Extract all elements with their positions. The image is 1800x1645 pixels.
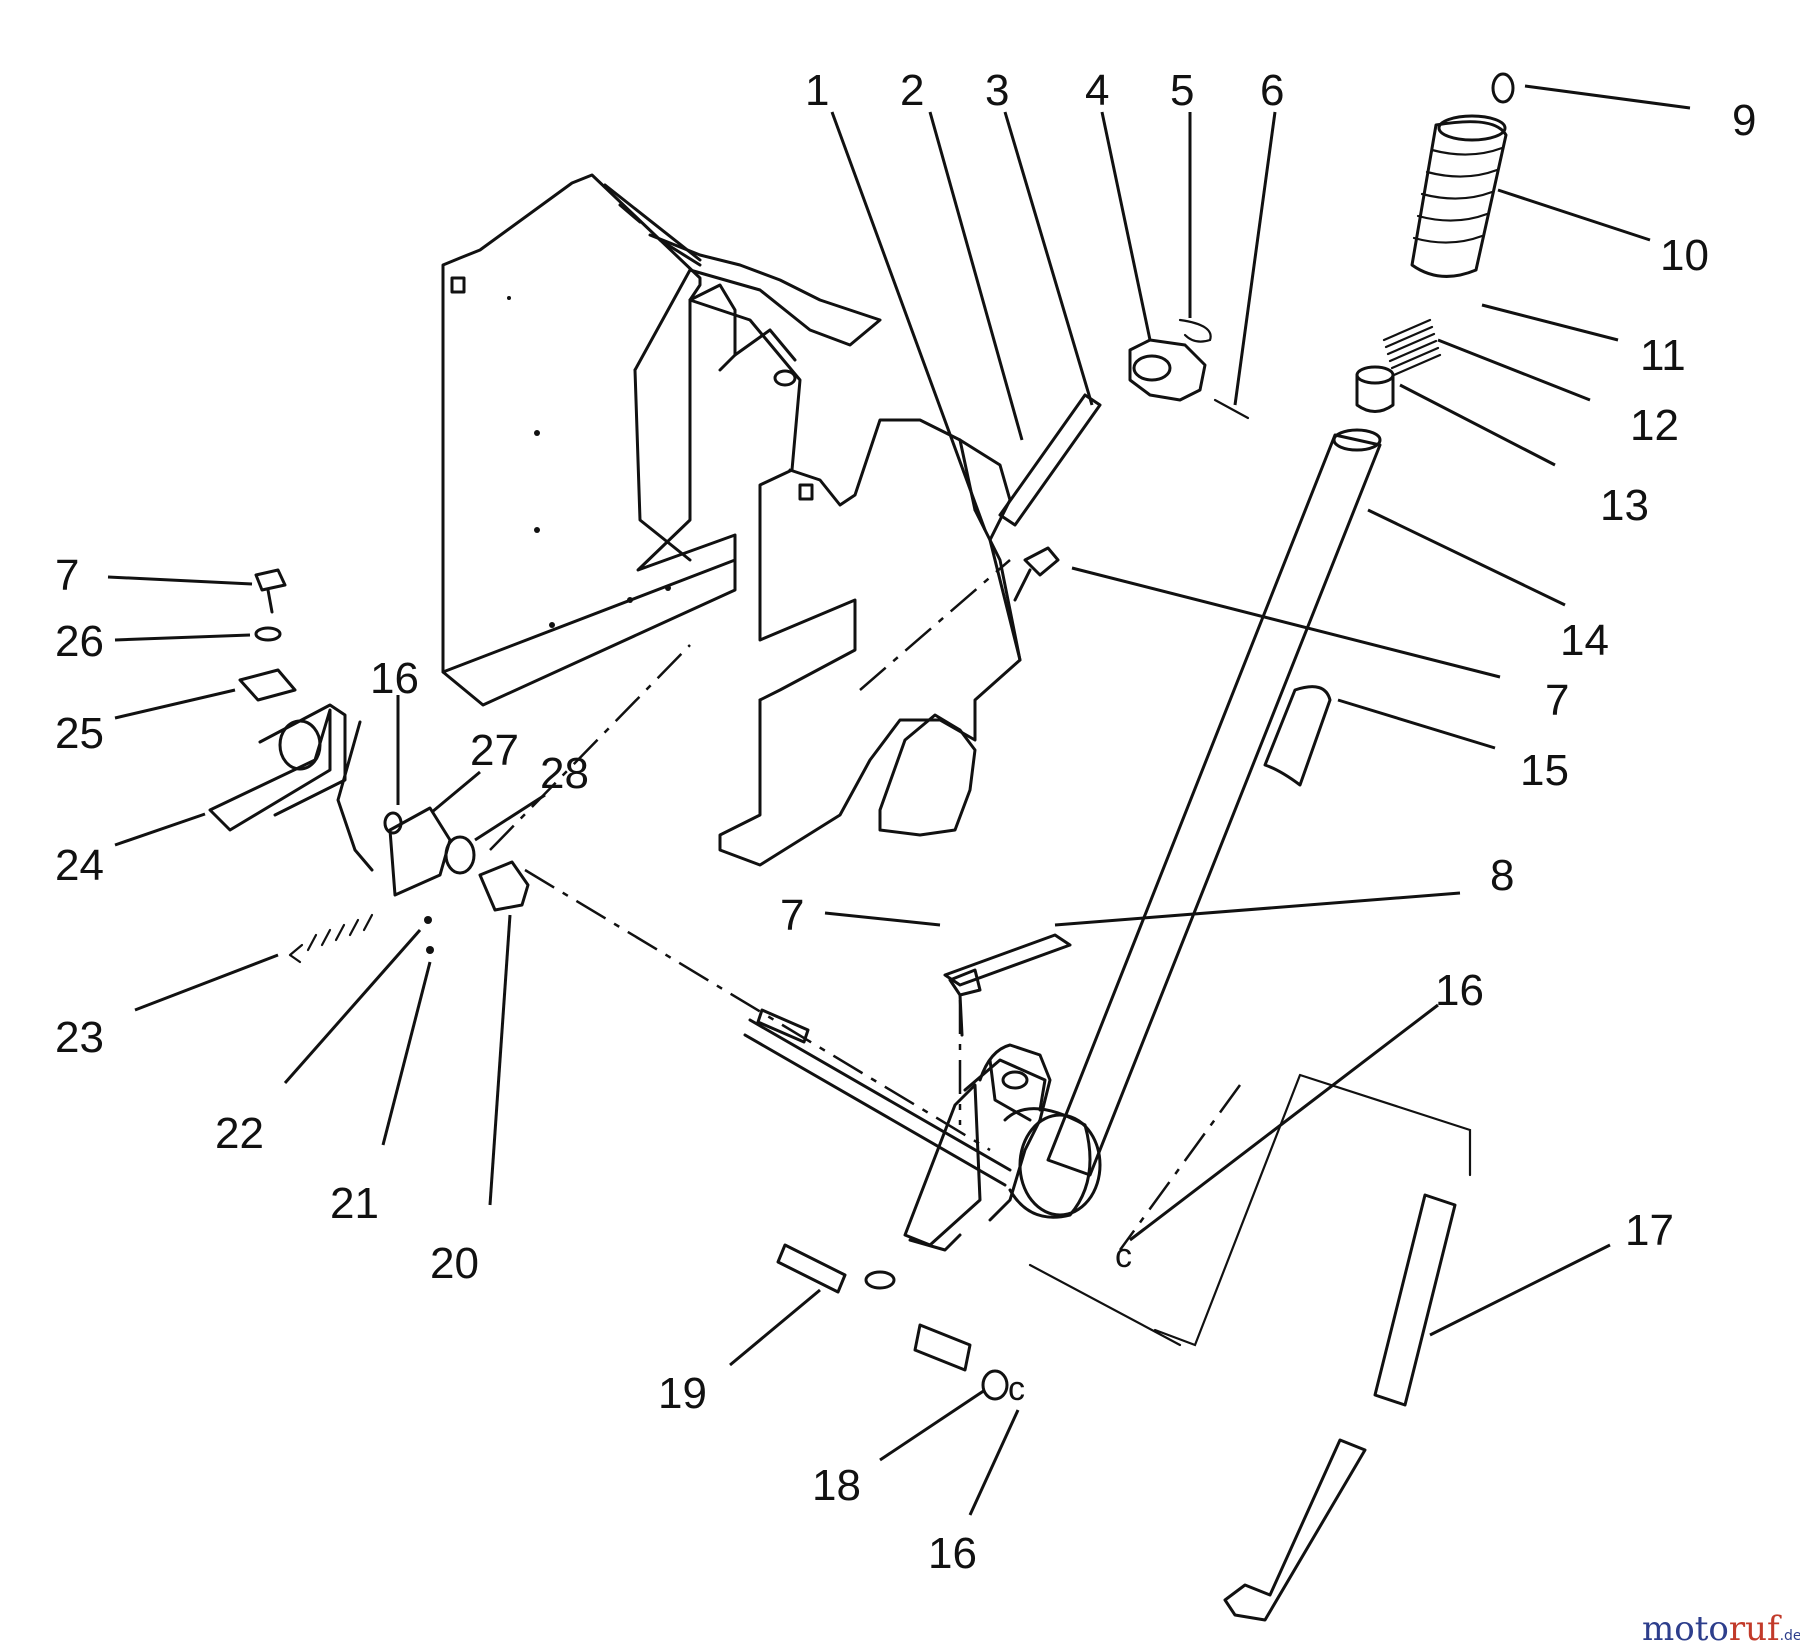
- bracket-24: [208, 703, 347, 832]
- callout-labels: 1 2 3 4 5 6 9 10 11 12 13 14 7 15 7 26 2…: [55, 66, 1756, 1578]
- spring-12: [1382, 318, 1442, 377]
- shaft-flat: [756, 1008, 810, 1044]
- plate-8: [943, 933, 1072, 987]
- callout-16-left: 16: [370, 654, 419, 703]
- knob-4: [1128, 338, 1207, 402]
- watermark-part1: motoruf.de: [1642, 1609, 1800, 1645]
- cap-9: [1491, 72, 1515, 104]
- cotter-21: [426, 946, 434, 954]
- pin-3: [998, 393, 1102, 527]
- centerline-4: [1118, 1084, 1242, 1251]
- e-clip-16-bottom: c: [1008, 1370, 1025, 1408]
- callout-15: 15: [1520, 746, 1569, 795]
- callout-22: 22: [215, 1109, 264, 1158]
- bushing-13: [1355, 365, 1395, 413]
- callout-16-right: 16: [1435, 966, 1484, 1015]
- link-rod: [336, 720, 374, 872]
- bracket-27: [388, 806, 452, 897]
- callout-23: 23: [55, 1013, 104, 1062]
- washer-28: [444, 835, 476, 875]
- callout-7-lower: 7: [780, 891, 804, 940]
- callout-5: 5: [1170, 66, 1194, 115]
- callout-13: 13: [1600, 481, 1649, 530]
- control-tube-14: [1046, 428, 1382, 1177]
- leader-lines: [107, 84, 1691, 1516]
- bolt-7-mid: [1013, 546, 1060, 602]
- callout-9: 9: [1732, 96, 1756, 145]
- callout-17: 17: [1625, 1206, 1674, 1255]
- pin-6: [1213, 398, 1250, 420]
- callout-21: 21: [330, 1179, 379, 1228]
- callout-19: 19: [658, 1369, 707, 1418]
- ring-5: [1178, 318, 1212, 343]
- callout-6: 6: [1260, 66, 1284, 115]
- callout-11: 11: [1640, 331, 1686, 380]
- pin-22: [424, 916, 432, 924]
- console-bracket: [441, 173, 1022, 867]
- callout-20: 20: [430, 1239, 479, 1288]
- callout-12: 12: [1630, 401, 1679, 450]
- centerline-5: [859, 559, 1011, 691]
- e-clip-16-right: c: [1115, 1237, 1132, 1275]
- callout-14: 14: [1560, 616, 1609, 665]
- sleeve-15: [1263, 685, 1332, 787]
- callout-16-bottom: 16: [928, 1529, 977, 1578]
- callout-28: 28: [540, 749, 589, 798]
- callout-10: 10: [1660, 231, 1709, 280]
- callout-8: 8: [1490, 851, 1514, 900]
- centerline-2: [489, 644, 691, 851]
- callout-4: 4: [1085, 66, 1109, 115]
- spring-23: [288, 913, 374, 964]
- callout-24: 24: [55, 841, 104, 890]
- clip-25: [238, 668, 297, 702]
- callout-7-mid: 7: [1545, 676, 1569, 725]
- callout-2: 2: [900, 66, 924, 115]
- callout-3: 3: [985, 66, 1009, 115]
- washer-26: [254, 626, 282, 642]
- callout-18: 18: [812, 1461, 861, 1510]
- grip-10: [1410, 114, 1508, 278]
- shaft: [743, 1018, 1012, 1187]
- callout-26: 26: [55, 617, 104, 666]
- bolt-7-left: [254, 568, 287, 614]
- centerline-1: [524, 868, 991, 1152]
- extension-rod-17: [1223, 1193, 1457, 1622]
- callout-27: 27: [470, 726, 519, 775]
- watermark-logo: motoruf.de: [1642, 1609, 1800, 1645]
- rod-bracket-line: [1028, 1073, 1472, 1347]
- pivot-assembly: [864, 1043, 1102, 1290]
- bushing-20: [478, 860, 530, 912]
- callout-1: 1: [805, 66, 829, 115]
- washer-16-left: [383, 811, 403, 835]
- callout-7-left: 7: [55, 551, 79, 600]
- callout-25: 25: [55, 709, 104, 758]
- pin-19: [776, 1243, 847, 1294]
- roller-18: [913, 1323, 1009, 1401]
